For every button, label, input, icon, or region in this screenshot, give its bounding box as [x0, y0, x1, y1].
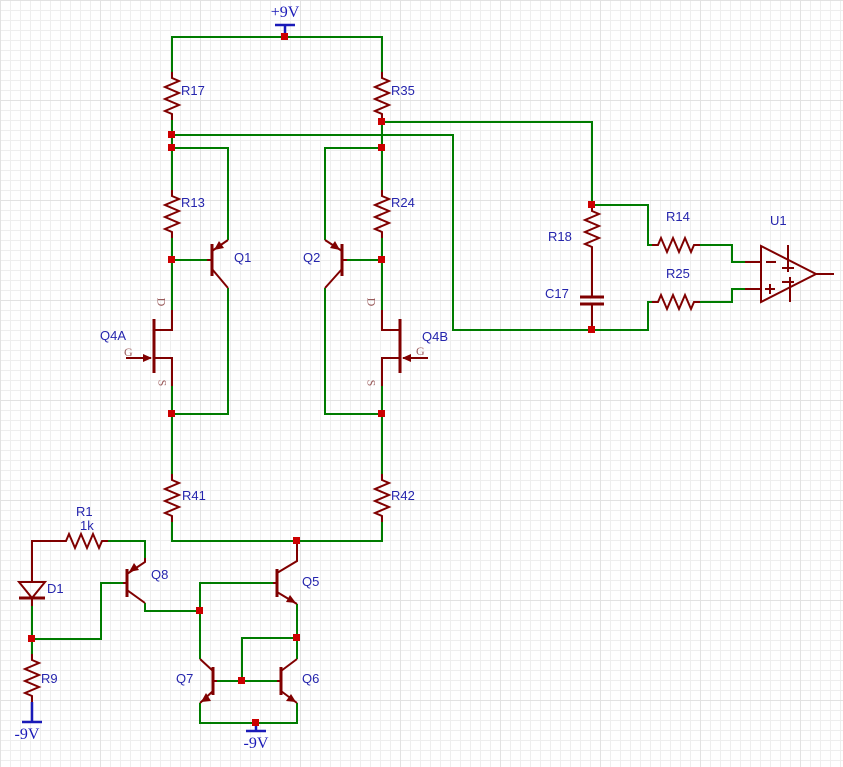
transistor-q8[interactable] — [123, 558, 146, 604]
resistor-r42[interactable] — [372, 474, 392, 522]
designator-r41[interactable]: R41 — [182, 488, 206, 503]
pin-label-q4b-source: S — [364, 379, 379, 387]
pin-label-q4b-drain: D — [364, 297, 379, 307]
designator-q4b[interactable]: Q4B — [422, 329, 449, 344]
transistor-q5[interactable] — [273, 541, 298, 605]
resistor-r35[interactable] — [372, 72, 392, 120]
designator-r14[interactable]: R14 — [666, 209, 690, 224]
resistor-r25[interactable] — [652, 292, 700, 312]
resistor-r13[interactable] — [162, 190, 182, 238]
transistor-q6[interactable] — [277, 658, 298, 704]
transistor-q7[interactable] — [199, 658, 217, 704]
junction-dots — [28, 33, 595, 726]
transistor-q1[interactable] — [207, 239, 229, 289]
value-r1[interactable]: 1k — [80, 518, 94, 533]
designator-d1[interactable]: D1 — [47, 581, 64, 596]
jfet-q4b[interactable] — [381, 310, 428, 386]
power-label-minus9v-bottom[interactable]: -9V — [243, 735, 269, 752]
power-label-minus9v-left[interactable]: -9V — [14, 726, 40, 743]
designator-r35[interactable]: R35 — [391, 83, 415, 98]
jfet-q4a[interactable] — [126, 310, 173, 386]
resistor-r41[interactable] — [162, 474, 182, 522]
capacitor-c17[interactable] — [580, 253, 604, 330]
resistor-r1[interactable] — [31, 531, 108, 582]
pin-label-q4a-source: S — [155, 379, 170, 387]
designator-q1[interactable]: Q1 — [234, 250, 252, 265]
designator-r1[interactable]: R1 — [76, 504, 93, 519]
designator-q7[interactable]: Q7 — [176, 671, 194, 686]
designator-q4a[interactable]: Q4A — [100, 328, 127, 343]
designator-r17[interactable]: R17 — [181, 83, 205, 98]
resistor-r14[interactable] — [652, 235, 700, 255]
designator-q6[interactable]: Q6 — [302, 671, 320, 686]
power-symbol-minus9v-left[interactable] — [22, 702, 42, 724]
designator-r9[interactable]: R9 — [41, 671, 58, 686]
wire-net[interactable] — [31, 36, 745, 724]
diode-d1[interactable] — [16, 581, 48, 606]
pin-label-q4a-drain: D — [154, 297, 169, 307]
opamp-u1[interactable] — [745, 244, 834, 304]
resistor-r17[interactable] — [162, 72, 182, 120]
pin-label-q4a-gate: G — [124, 345, 133, 359]
designator-q8[interactable]: Q8 — [151, 567, 169, 582]
designator-q2[interactable]: Q2 — [303, 250, 321, 265]
designator-r25[interactable]: R25 — [666, 266, 690, 281]
designator-c17[interactable]: C17 — [545, 286, 569, 301]
transistor-q2[interactable] — [324, 239, 347, 289]
designator-q5[interactable]: Q5 — [302, 574, 320, 589]
designator-u1[interactable]: U1 — [770, 213, 787, 228]
designator-r18[interactable]: R18 — [548, 229, 572, 244]
pin-label-q4b-gate: G — [416, 344, 425, 358]
power-label-plus9v[interactable]: +9V — [270, 4, 300, 21]
resistor-r18[interactable] — [582, 205, 602, 253]
designator-r13[interactable]: R13 — [181, 195, 205, 210]
designator-r42[interactable]: R42 — [391, 488, 415, 503]
resistor-r9[interactable] — [22, 654, 42, 702]
designator-r24[interactable]: R24 — [391, 195, 415, 210]
resistor-r24[interactable] — [372, 190, 392, 238]
